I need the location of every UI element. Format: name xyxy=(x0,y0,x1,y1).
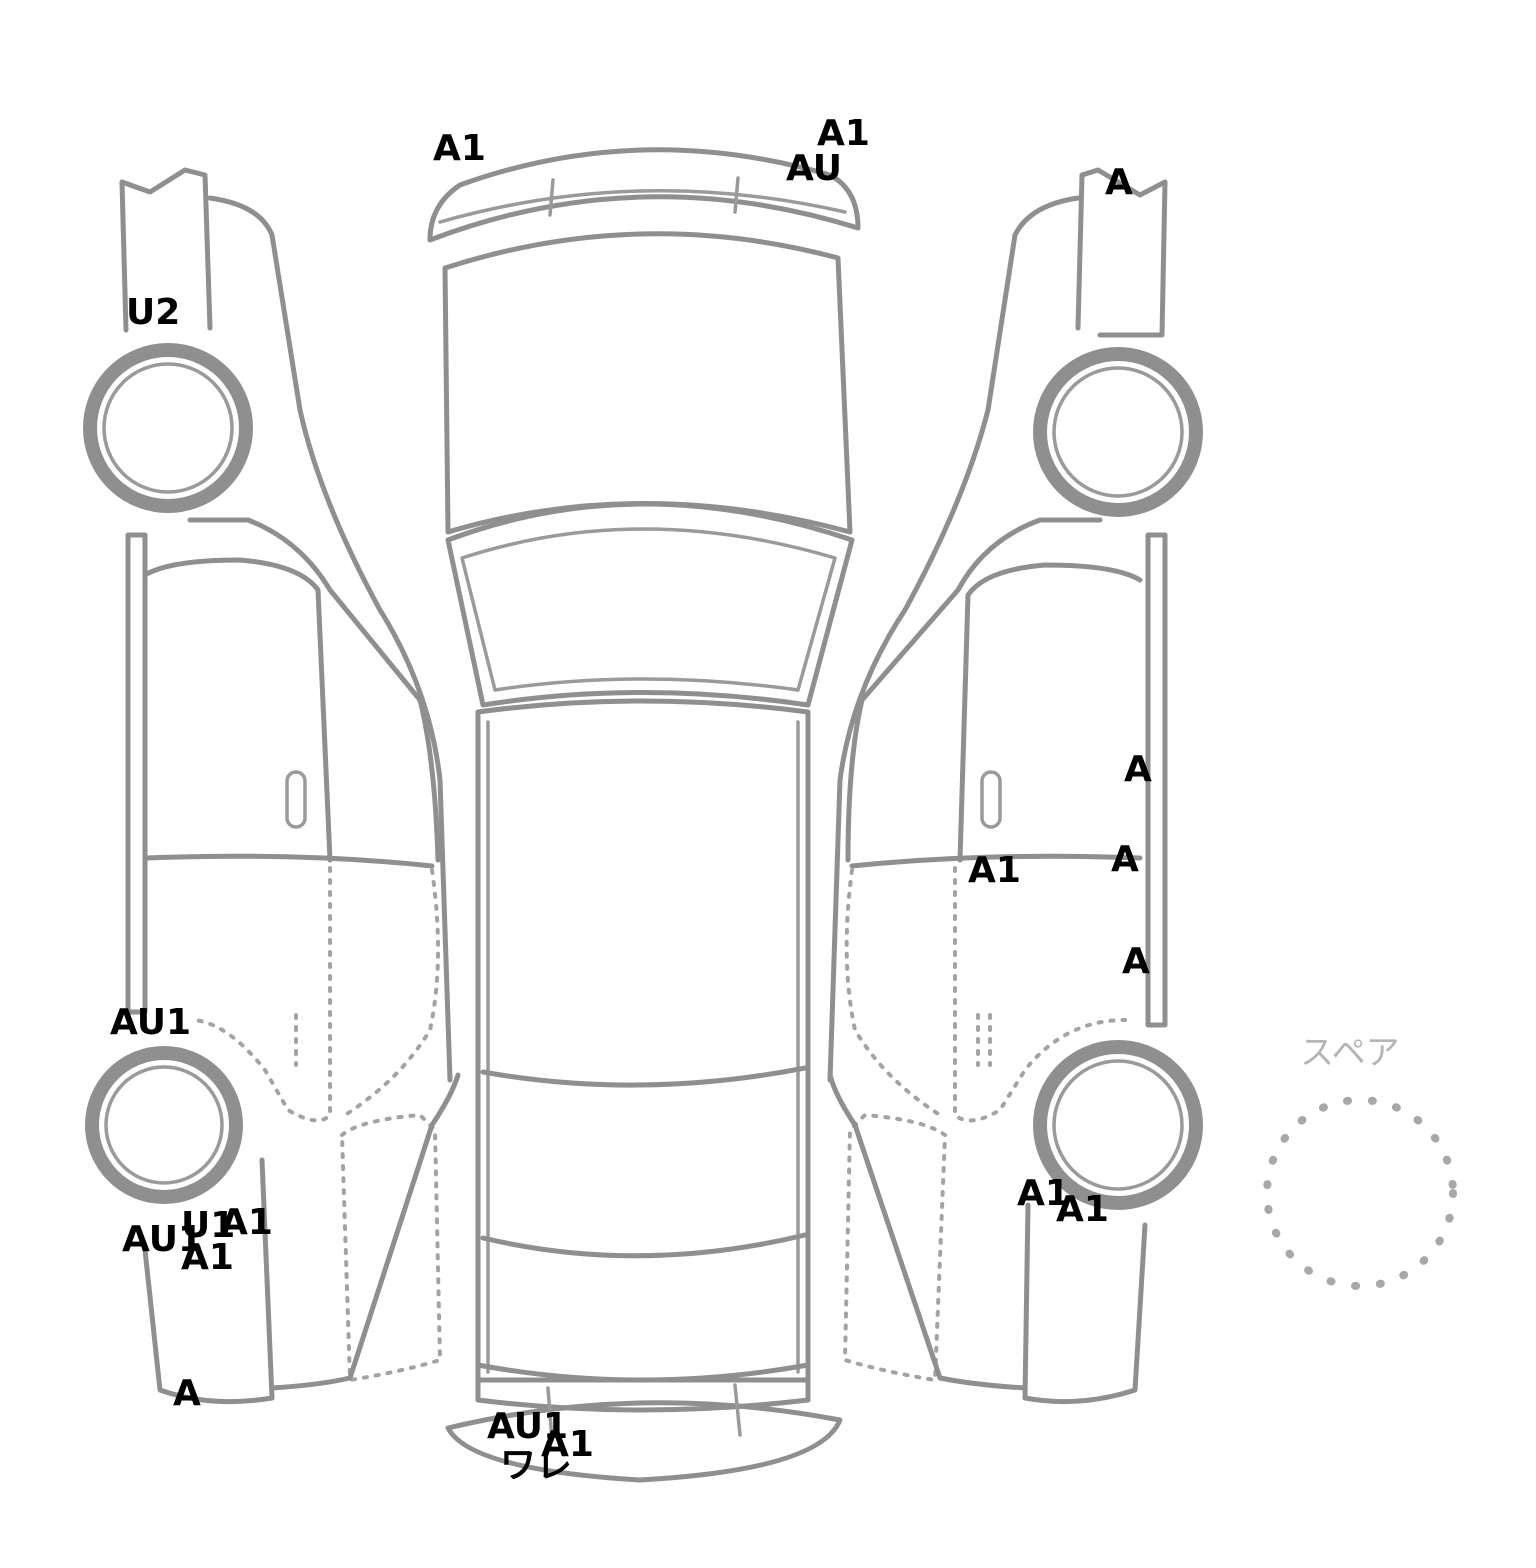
left-front-window xyxy=(142,557,333,863)
left-sill xyxy=(125,532,148,1015)
right-rear-panel-dotted xyxy=(842,1112,948,1383)
damage-mark: U2 xyxy=(126,292,181,333)
damage-mark: A1 xyxy=(817,113,870,154)
left-rear-edge xyxy=(269,1072,461,1391)
right-front-rim xyxy=(1052,366,1184,498)
right-front-tire xyxy=(1033,347,1203,517)
car-top-view xyxy=(427,147,861,1483)
damage-mark: AU1 xyxy=(110,1002,192,1043)
right-door-handle xyxy=(980,770,1002,829)
right-rear-rim xyxy=(1052,1059,1184,1191)
damage-mark: ワレ xyxy=(500,1445,573,1486)
front-bumper-line xyxy=(438,189,847,224)
right-front-edge xyxy=(1097,179,1168,338)
right-a-pillar xyxy=(827,195,1081,1083)
damage-mark: AU1 xyxy=(122,1219,204,1260)
damage-mark: A1 xyxy=(541,1424,594,1465)
damage-mark: A xyxy=(1122,941,1150,982)
left-rear-corner xyxy=(142,1157,275,1405)
damage-mark: A1 xyxy=(220,1202,273,1243)
left-belt-line xyxy=(142,853,435,869)
damage-mark: AU xyxy=(786,148,842,189)
right-quarter-dotted xyxy=(844,868,942,1117)
right-mirror xyxy=(1075,167,1168,331)
damage-mark: A1 xyxy=(1056,1189,1109,1230)
car-left-side-view xyxy=(83,167,461,1405)
rear-bumper-lines xyxy=(546,1383,742,1442)
damage-mark: AU1 xyxy=(487,1406,569,1447)
right-rear-tire xyxy=(1033,1040,1203,1210)
left-rear-tire xyxy=(85,1046,243,1204)
damage-mark: A1 xyxy=(433,128,486,169)
damage-mark: U1 xyxy=(181,1205,236,1246)
damage-mark: A xyxy=(1105,162,1133,203)
left-mirror xyxy=(119,167,213,331)
damage-mark: A xyxy=(1111,839,1139,880)
right-body-line xyxy=(845,517,1103,863)
right-rear-handle-dotted xyxy=(976,1013,992,1067)
windshield xyxy=(445,501,855,708)
damage-mark: A xyxy=(173,1373,201,1414)
left-quarter-dotted xyxy=(343,868,441,1117)
left-a-pillar xyxy=(207,195,453,1083)
damage-mark: A1 xyxy=(1017,1173,1070,1214)
left-body-line xyxy=(187,517,441,863)
right-belt-line xyxy=(849,853,1143,869)
damage-mark: A1 xyxy=(181,1237,234,1278)
rear-roof-line xyxy=(480,1065,808,1088)
damage-mark: A xyxy=(1124,749,1152,790)
left-front-rim xyxy=(102,362,234,494)
left-rear-panel-dotted xyxy=(339,1112,443,1383)
left-rear-door-dotted xyxy=(188,866,332,1123)
front-grille-lines xyxy=(548,176,740,217)
rear-window-line xyxy=(480,1232,808,1259)
right-front-window xyxy=(957,562,1143,863)
spare-label: スペア xyxy=(1300,1033,1400,1073)
left-front-tire xyxy=(83,343,253,513)
left-front-edge xyxy=(119,179,129,333)
damage-mark: A1 xyxy=(968,850,1021,891)
right-sill xyxy=(1145,532,1168,1028)
car-right-side-view xyxy=(827,167,1203,1405)
spare-tire-outline xyxy=(1263,1096,1457,1290)
roof-rails xyxy=(486,720,800,1374)
roof xyxy=(475,698,811,1383)
right-rear-edge xyxy=(827,1072,1028,1391)
left-rear-rim xyxy=(104,1065,224,1185)
rear-bumper xyxy=(445,1400,843,1483)
right-rear-door-dotted xyxy=(953,866,1127,1123)
windshield-inner xyxy=(460,527,837,692)
front-bumper xyxy=(427,147,861,243)
hood xyxy=(442,231,853,535)
right-rear-corner xyxy=(1022,1202,1148,1405)
left-door-handle xyxy=(285,770,307,829)
